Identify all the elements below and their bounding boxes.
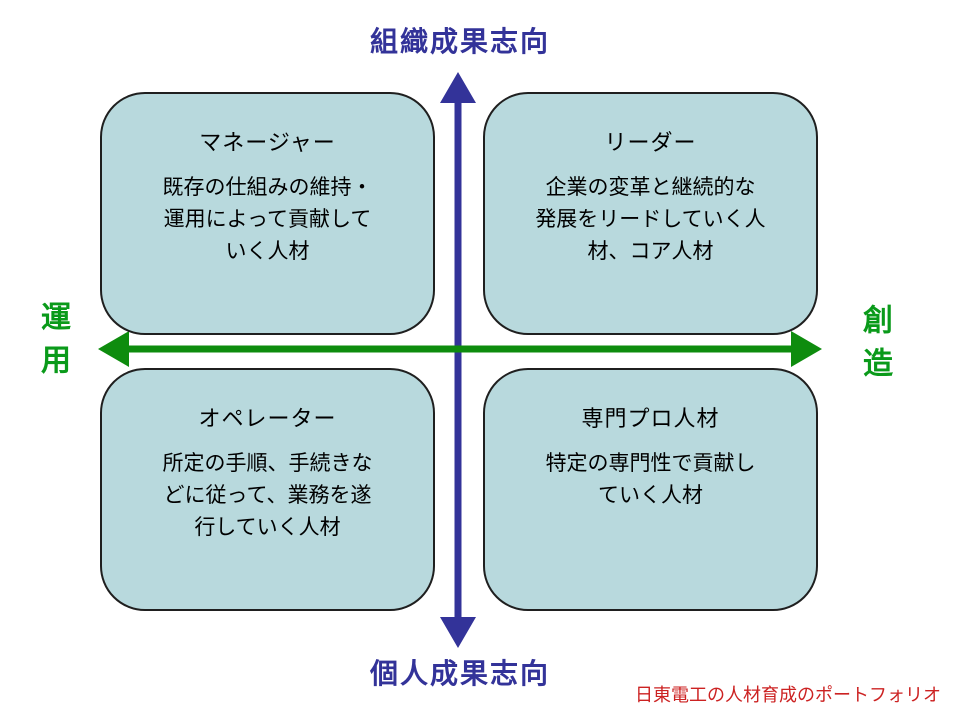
quadrant-body: 企業の変革と継続的な 発展をリードしていく人 材、コア人材	[535, 176, 766, 263]
quadrant-body: 特定の専門性で貢献し ていく人材	[545, 452, 756, 507]
quadrant-specialist: 専門プロ人材 特定の専門性で貢献し ていく人材	[483, 368, 818, 611]
axis-label-right: 創造	[858, 304, 891, 390]
horizontal-axis-arrowhead-right-icon	[791, 331, 822, 367]
quadrant-leader: リーダー 企業の変革と継続的な 発展をリードしていく人 材、コア人材	[483, 92, 818, 335]
slide-caption: 日東電工の人材育成のポートフォリオ	[635, 685, 941, 705]
quadrant-operator: オペレーター 所定の手順、手続きな どに従って、業務を遂 行していく人材	[100, 368, 435, 611]
vertical-axis-arrowhead-down-icon	[440, 617, 476, 648]
quadrant-title: 専門プロ人材	[581, 406, 720, 431]
quadrant-title: マネージャー	[199, 130, 336, 155]
axis-label-left: 運用	[36, 301, 69, 387]
quadrant-body: 既存の仕組みの維持・ 運用によって貢献して いく人材	[162, 176, 373, 263]
horizontal-axis-arrowhead-left-icon	[98, 331, 129, 367]
quadrant-manager: マネージャー 既存の仕組みの維持・ 運用によって貢献して いく人材	[100, 92, 435, 335]
vertical-axis-arrow	[440, 72, 476, 648]
quadrant-title: リーダー	[604, 130, 697, 155]
quadrant-title: オペレーター	[198, 406, 337, 431]
axis-label-bottom: 個人成果志向	[369, 658, 550, 689]
vertical-axis-arrowhead-up-icon	[440, 72, 476, 103]
quadrant-body: 所定の手順、手続きな どに従って、業務を遂 行していく人材	[162, 452, 373, 539]
axis-label-top: 組織成果志向	[369, 26, 550, 57]
horizontal-axis-arrow	[98, 331, 822, 367]
